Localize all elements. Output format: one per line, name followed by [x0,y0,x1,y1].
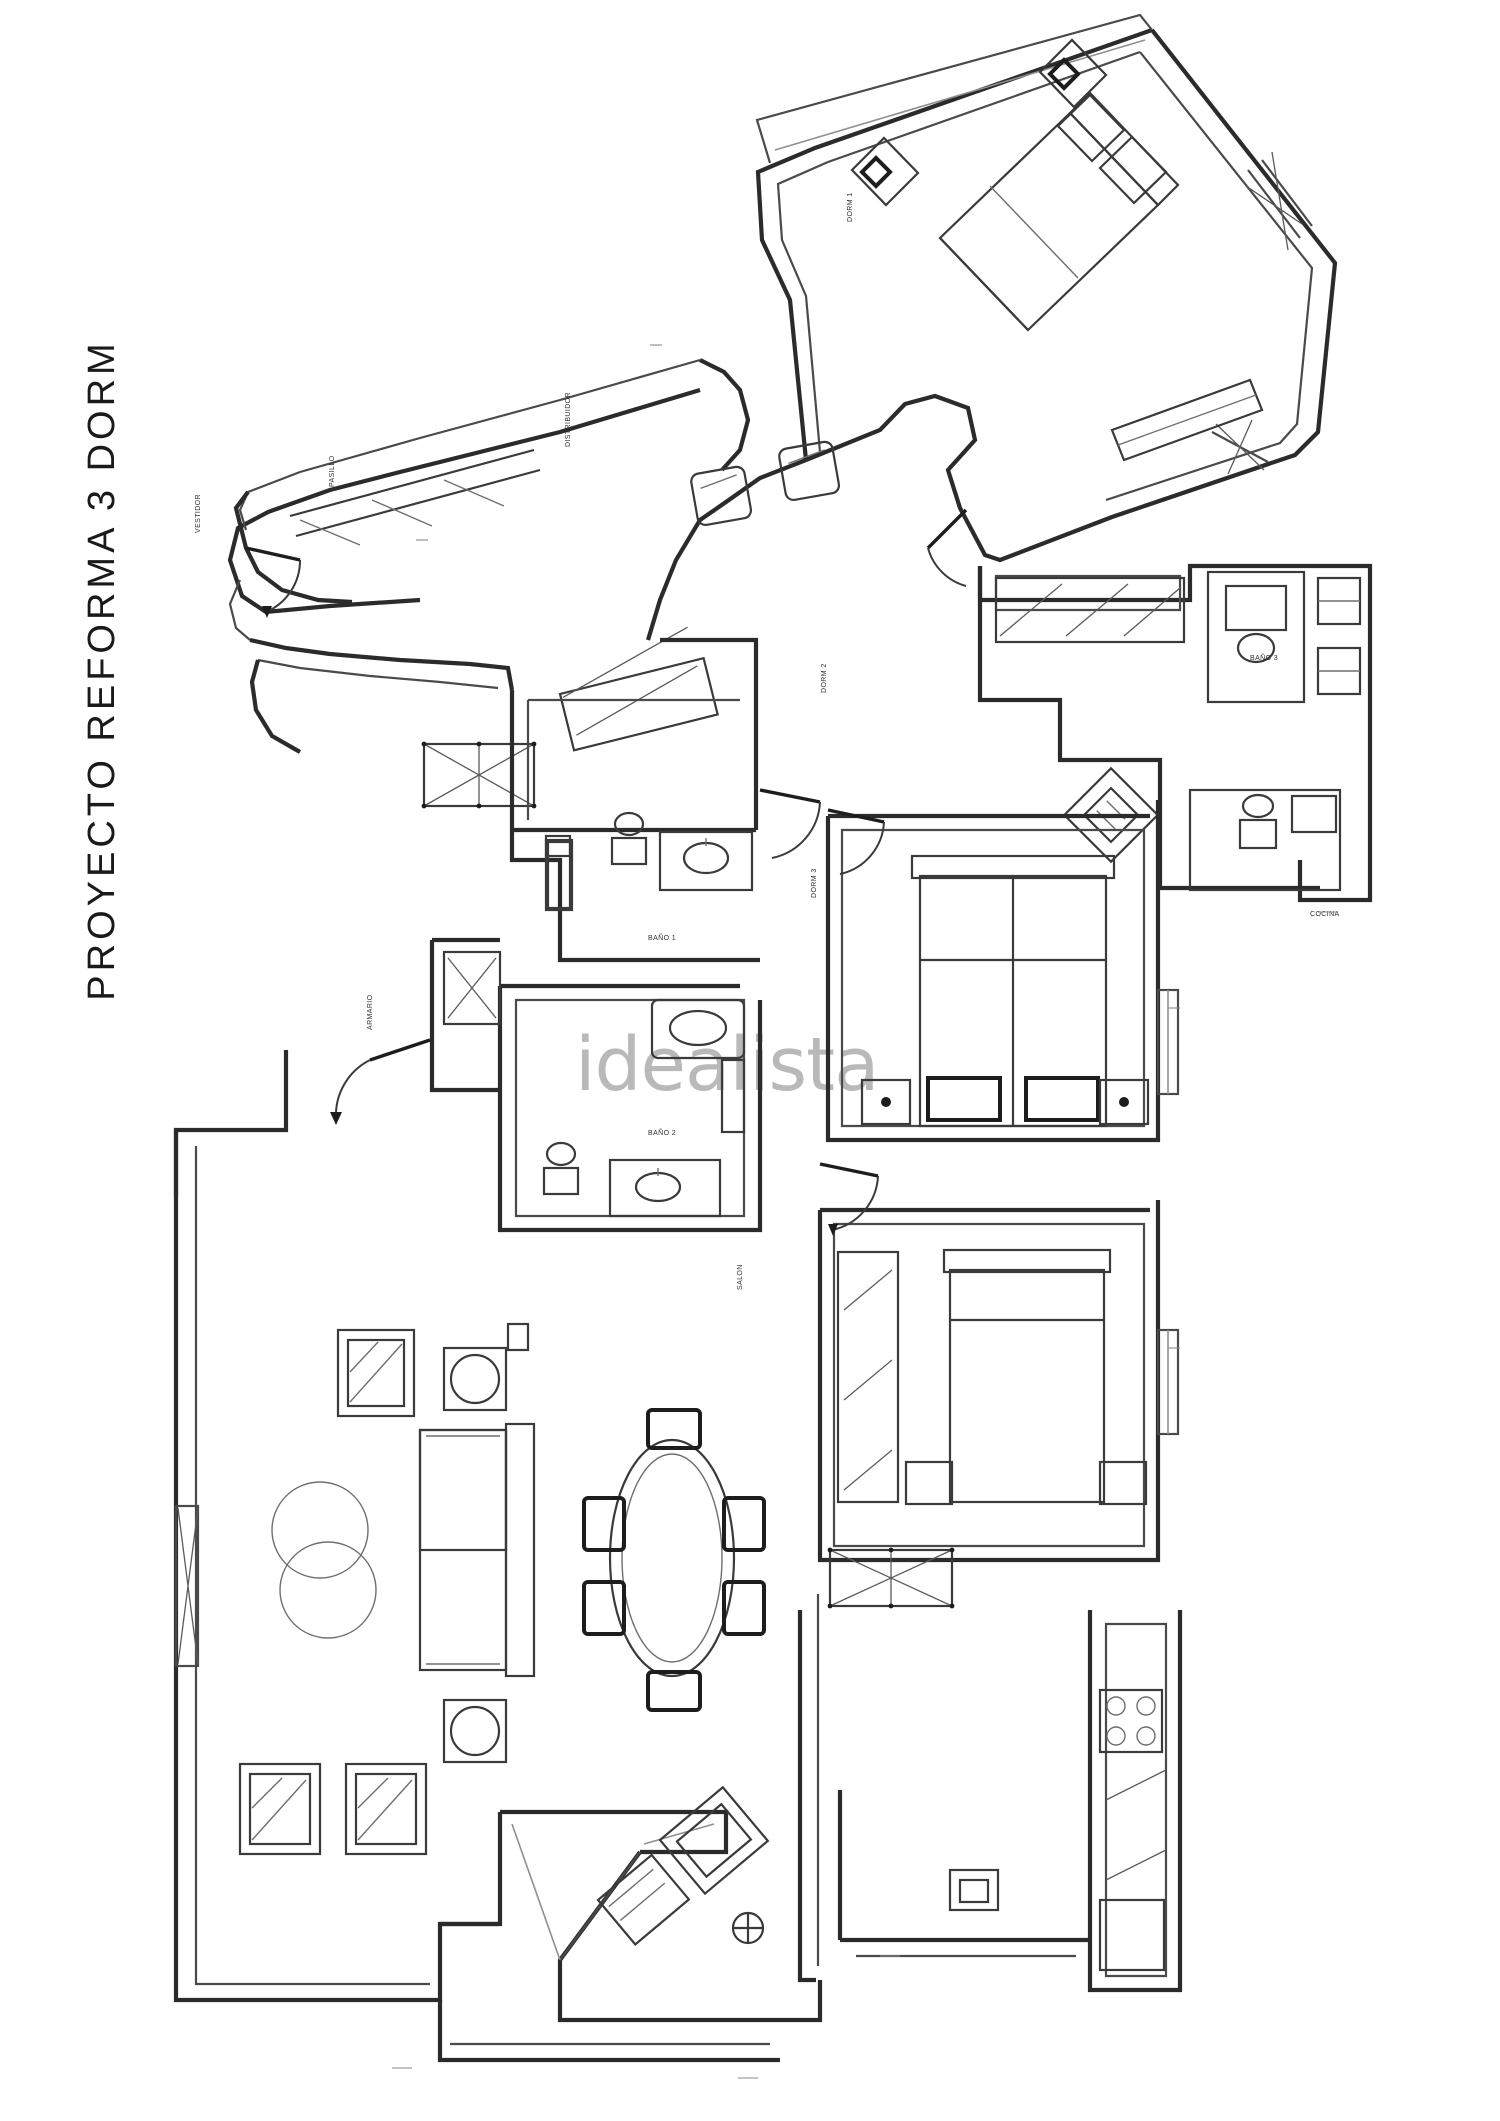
room-dormitorio-3: DORM 3 [811,868,1180,1563]
room-label-dormitorio-3: DORM 3 [811,868,818,898]
dimension-marks [392,344,1338,2079]
bidet-bano1 [544,834,572,858]
room-label-salon: SALON [737,1264,744,1290]
room-label-armario: ARMARIO [367,994,374,1030]
dining-chair-2[interactable] [646,1670,702,1712]
side-table-round-2 [442,1698,508,1764]
window-dorm2 [1156,988,1180,1096]
toilet-bano3 [1238,793,1278,850]
room-label-bano-3: BAÑO 3 [1250,653,1278,662]
nightstand-dorm2-right [1098,1078,1150,1126]
door-swing-dorm3[interactable] [819,1162,879,1236]
rug-circles [271,1481,377,1639]
armchair-corridor-1 [690,465,753,527]
appliance-diamond-icon [1062,766,1160,864]
nightstand-dorm2-left [860,1078,912,1126]
room-label-bano-2: BAÑO 2 [648,1128,676,1137]
armchair-2 [238,1762,322,1856]
wardrobe-dorm1 [1110,378,1264,462]
shower-bano1 [544,838,574,912]
wardrobe-x-door [558,626,719,752]
door-swing-entry-left[interactable] [245,546,302,618]
dining-chair-3[interactable] [582,1496,626,1552]
armchair-3 [344,1762,428,1856]
dining-chair-4[interactable] [582,1580,626,1636]
shower-bano3 [994,576,1186,644]
window-balcony-left [174,1504,200,1668]
dining-chair-1[interactable] [646,1408,702,1450]
room-dormitorio-1: DORM 1 [755,13,1338,563]
dining-table-oval [608,1438,736,1678]
door-swing-dorm2[interactable] [827,808,885,875]
corridor-pasillo: PASILLO VESTIDOR DISTRIBUIDOR [195,358,841,809]
bathtub-bano2 [650,998,746,1060]
nightstand-right [1038,38,1108,109]
armario-hatched: ARMARIO [367,937,502,1093]
room-label-pasillo: PASILLO [329,455,336,487]
nightstand-left [850,136,920,207]
armchair-corridor-2 [778,440,841,502]
bed-double-2 [910,854,1116,1128]
toilet-bano1 [610,811,648,866]
entry-area [437,1785,1090,2063]
toilet-entry [948,1868,1000,1912]
room-label-bano-1: BAÑO 1 [648,933,676,942]
door-swing-armario[interactable] [330,1038,431,1125]
dining-chair-6[interactable] [722,1580,766,1636]
room-bano-1: BAÑO 1 [509,637,760,963]
shower-bano2 [720,1058,746,1134]
fridge [1098,1898,1166,1972]
sink-bano1 [658,830,754,892]
room-label-dormitorio-2: DORM 2 [821,663,828,693]
room-salon: SALON [173,1050,820,2003]
nightstand-dorm3-right [1098,1460,1148,1506]
door-swing-distribuidor[interactable] [926,508,968,587]
sofa-living [418,1422,536,1678]
door-swing-bano1[interactable] [759,788,821,859]
wardrobe-dorm3 [836,1250,900,1504]
window-dorm3 [1156,1328,1180,1436]
room-cocina [1087,1610,1183,1993]
stair-entry [511,1823,715,1961]
bed-double-3 [942,1248,1112,1504]
room-label-dormitorio-1: DORM 1 [847,192,854,222]
cooktop [1098,1688,1164,1754]
chair-tilted [596,1853,691,1946]
small-object [506,1322,530,1352]
room-label-vestidor: VESTIDOR [195,494,202,533]
closet-hatch-2 [827,1547,955,1609]
floor-drain-icon [731,1911,765,1945]
wardrobe-corridor [289,448,541,546]
bed-master-double [938,91,1180,332]
closet-hatch-1 [421,741,537,809]
vanity-bano3 [1206,570,1362,704]
sink-bano2 [608,1158,722,1218]
dining-chair-5[interactable] [722,1496,766,1552]
desk-tilted [658,1785,770,1896]
toilet-bano2 [542,1141,580,1196]
armchair-1 [336,1328,416,1418]
side-table-round-1 [442,1346,508,1412]
room-label-cocina: COCINA [1310,911,1340,918]
room-label-distribuidor: DISTRIBUIDOR [565,392,572,447]
room-bano-3: BAÑO 3 [977,563,1373,903]
room-bano-2: BAÑO 2 [497,983,763,1233]
counter-bano3 [1188,788,1342,892]
nightstand-dorm3-left [904,1460,954,1506]
room-dormitorio-2: DORM 2 [821,663,1180,1143]
